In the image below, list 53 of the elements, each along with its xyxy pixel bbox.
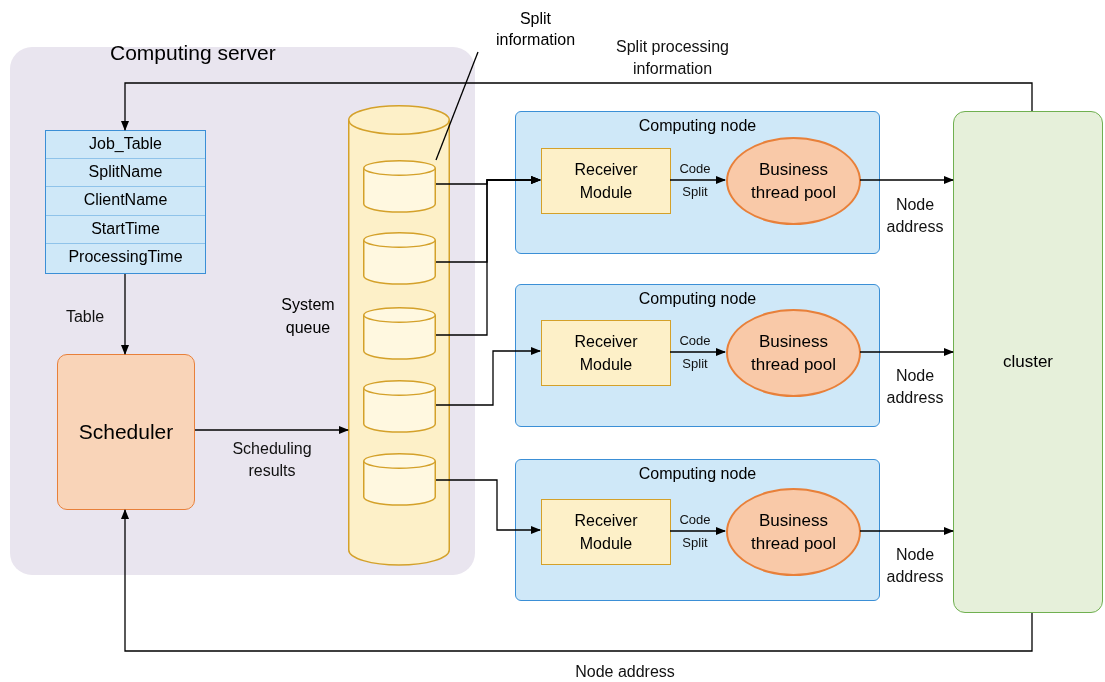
table-field: Job_Table: [46, 131, 205, 160]
edge-label: Node address: [574, 662, 676, 682]
arrow: [121, 273, 129, 355]
edge-label: Node address: [885, 545, 945, 587]
callout-text: Split information: [494, 9, 577, 50]
edge-label: Code Split: [678, 332, 712, 373]
data-table: [45, 130, 206, 274]
arrow: [435, 479, 541, 534]
arrow: [669, 176, 726, 184]
ellipse-label: Business thread pool: [749, 159, 838, 204]
node-panel: [515, 284, 880, 427]
process-box: [57, 354, 195, 510]
arrow: [859, 527, 954, 535]
ellipse-label: Business thread pool: [749, 331, 838, 376]
box-label: Receiver Module: [573, 332, 639, 375]
panel-title: Computing node: [637, 290, 758, 308]
leader-line: [435, 51, 479, 161]
edge-label: Split processing information: [615, 37, 730, 79]
arrow: [435, 176, 541, 336]
box-label: Receiver Module: [573, 160, 639, 203]
table-field: ProcessingTime: [46, 243, 205, 272]
node-panel: [515, 459, 880, 601]
panel-title: Computing node: [637, 465, 758, 483]
module-box: [541, 499, 671, 565]
ellipse-label: Business thread pool: [749, 510, 838, 555]
box-label: Receiver Module: [573, 511, 639, 554]
arrow: [669, 527, 726, 535]
queue-label: System queue: [280, 295, 336, 338]
arrow: [859, 176, 954, 184]
edge-label: Code Split: [678, 511, 712, 552]
arrow: [859, 348, 954, 356]
box-label: Scheduler: [78, 420, 174, 444]
arrow: [121, 509, 1033, 652]
table-field: StartTime: [46, 215, 205, 244]
edge-label: Node address: [885, 366, 945, 408]
panel-title: Computing node: [637, 117, 758, 135]
edge-label: Code Split: [678, 160, 712, 201]
arrow: [194, 426, 349, 434]
server-panel: [10, 47, 475, 575]
arrow: [121, 82, 1033, 131]
node-panel: [515, 111, 880, 254]
edge-label: Scheduling results: [231, 439, 313, 481]
edge-label: Node address: [885, 195, 945, 237]
module-box: [541, 320, 671, 386]
table-field: ClientName: [46, 187, 205, 216]
edge-label: Table: [64, 307, 106, 327]
module-box: [541, 148, 671, 214]
arrow: [435, 347, 541, 406]
box-label: cluster: [1001, 352, 1055, 372]
cluster-box: [953, 111, 1103, 613]
arrow: [669, 348, 726, 356]
panel-title: Computing server: [110, 41, 276, 65]
table-field: SplitName: [46, 159, 205, 188]
